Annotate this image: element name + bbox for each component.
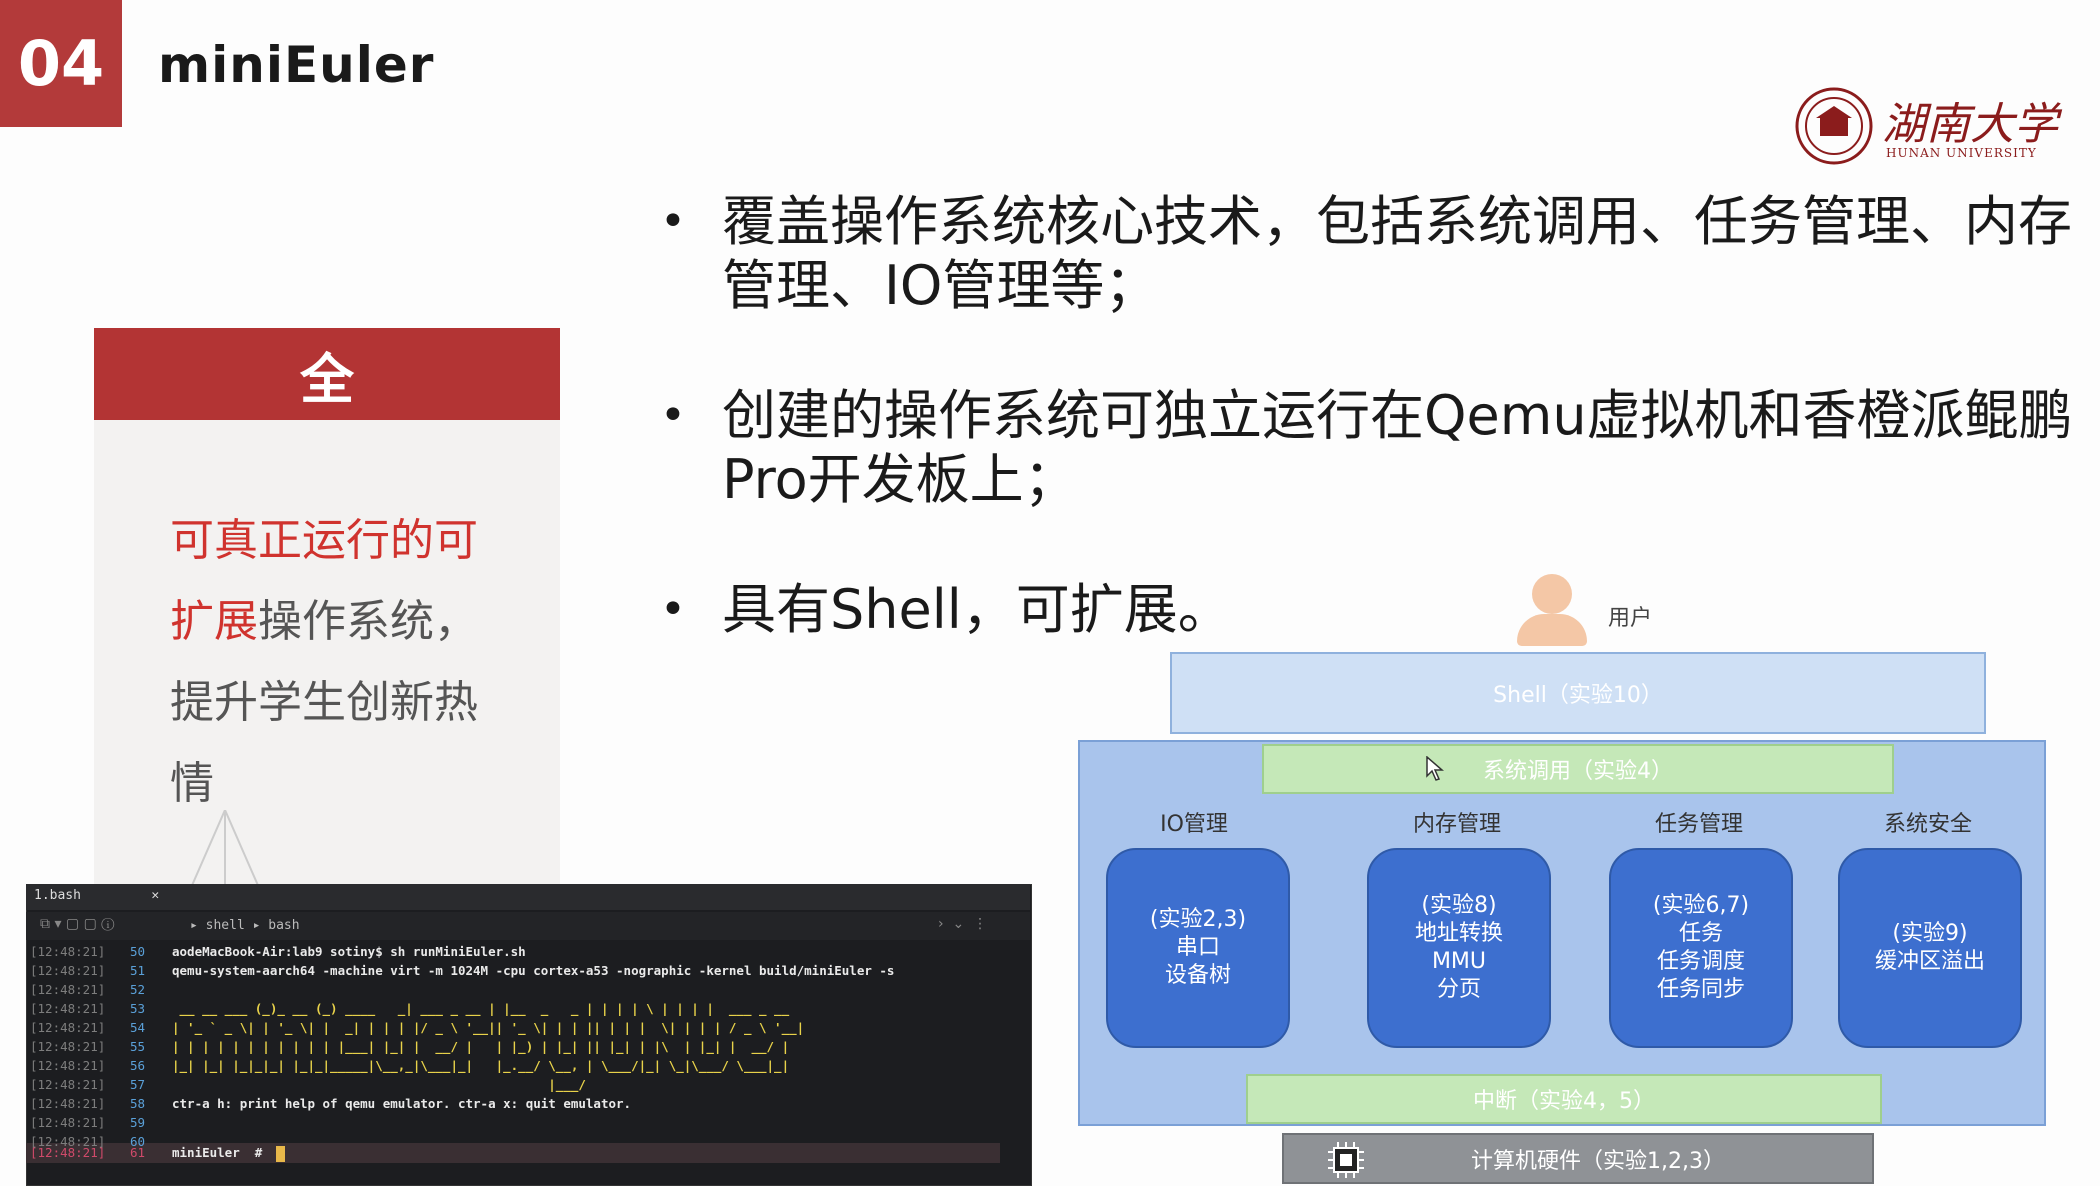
- terminal-tabbar: [26, 884, 1030, 910]
- hardware-layer: 计算机硬件（实验1,2,3）: [1282, 1133, 1874, 1184]
- university-logo-name: 湖南大学: [1882, 99, 2058, 150]
- module-line: (实验2,3): [1149, 907, 1247, 932]
- interrupt-layer: 中断（实验4，5）: [1246, 1074, 1882, 1124]
- feature-card-heading: 全: [94, 328, 560, 420]
- bullet-item: 创建的操作系统可独立运行在Qemu虚拟机和香橙派鲲鹏Pro开发板上；: [660, 384, 2080, 512]
- bullet-list: 覆盖操作系统核心技术，包括系统调用、任务管理、内存管理、IO管理等； 创建的操作…: [660, 190, 2080, 708]
- lamp-decoration-icon: [189, 810, 261, 890]
- bullet-item: 具有Shell，可扩展。: [660, 578, 2080, 642]
- user-icon-body: [1517, 614, 1587, 646]
- module-line: 缓冲区溢出: [1874, 949, 1985, 974]
- column-label-memory: 内存管理: [1412, 812, 1501, 837]
- university-logo-en: HUNAN UNIVERSITY: [1886, 146, 2037, 160]
- module-line: 任务同步: [1656, 977, 1745, 1002]
- module-line: 串口: [1175, 935, 1220, 960]
- section-number: 04: [0, 0, 122, 127]
- module-memory: (实验8) 地址转换 MMU 分页: [1367, 848, 1551, 1048]
- current-line-highlight: [26, 1143, 1000, 1163]
- feature-card-body: 操作系统，提升学生创新热情: [170, 596, 478, 809]
- chevron-right-icon[interactable]: › ⌄ ⋮: [938, 916, 988, 932]
- split-pane-icon[interactable]: ⧉ ▾ ▢ ▢ ⓘ: [40, 916, 115, 932]
- module-task: (实验6,7) 任务 任务调度 任务同步: [1609, 848, 1793, 1048]
- shell-layer: Shell（实验10）: [1170, 652, 1986, 734]
- terminal-tab-label: 1.bash: [34, 888, 81, 903]
- page-title: miniEuler: [158, 36, 435, 94]
- syscall-layer: 系统调用（实验4）: [1262, 744, 1894, 794]
- user-label: 用户: [1608, 606, 1653, 631]
- module-line: 设备树: [1164, 963, 1231, 988]
- chip-icon: [1328, 1142, 1364, 1178]
- terminal-cursor: [276, 1146, 285, 1162]
- bullet-item: 覆盖操作系统核心技术，包括系统调用、任务管理、内存管理、IO管理等；: [660, 190, 2080, 318]
- module-line: (实验9): [1892, 921, 1968, 946]
- terminal-tab[interactable]: 1.bash ✕: [34, 888, 159, 903]
- module-line: 任务调度: [1656, 949, 1745, 974]
- column-label-task: 任务管理: [1654, 812, 1743, 837]
- module-line: (实验6,7): [1652, 893, 1750, 918]
- close-tab-icon[interactable]: ✕: [151, 888, 160, 903]
- breadcrumb-shell[interactable]: shell: [205, 918, 245, 933]
- column-label-security: 系统安全: [1883, 812, 1972, 837]
- module-io: (实验2,3) 串口 设备树: [1106, 848, 1290, 1048]
- breadcrumb-bash[interactable]: bash: [268, 918, 300, 933]
- terminal-toolbar: [26, 912, 1030, 940]
- module-line: MMU: [1431, 949, 1487, 974]
- feature-card-text: 可真正运行的可扩展操作系统，提升学生创新热情: [170, 500, 510, 824]
- mouse-pointer-icon: [1426, 756, 1444, 781]
- module-line: 地址转换: [1414, 921, 1503, 946]
- module-line: 分页: [1436, 977, 1481, 1002]
- terminal-breadcrumb: ▸ shell ▸ bash: [190, 918, 300, 933]
- feature-card-highlight: 可真正运行的可扩展: [170, 515, 478, 647]
- user-icon: [1532, 574, 1572, 614]
- university-seal-icon: [1795, 87, 1873, 165]
- feature-card: [94, 330, 560, 890]
- module-line: 任务: [1678, 921, 1723, 946]
- module-security: (实验9) 缓冲区溢出: [1838, 848, 2022, 1048]
- column-label-io: IO管理: [1160, 812, 1228, 837]
- module-line: (实验8): [1421, 893, 1497, 918]
